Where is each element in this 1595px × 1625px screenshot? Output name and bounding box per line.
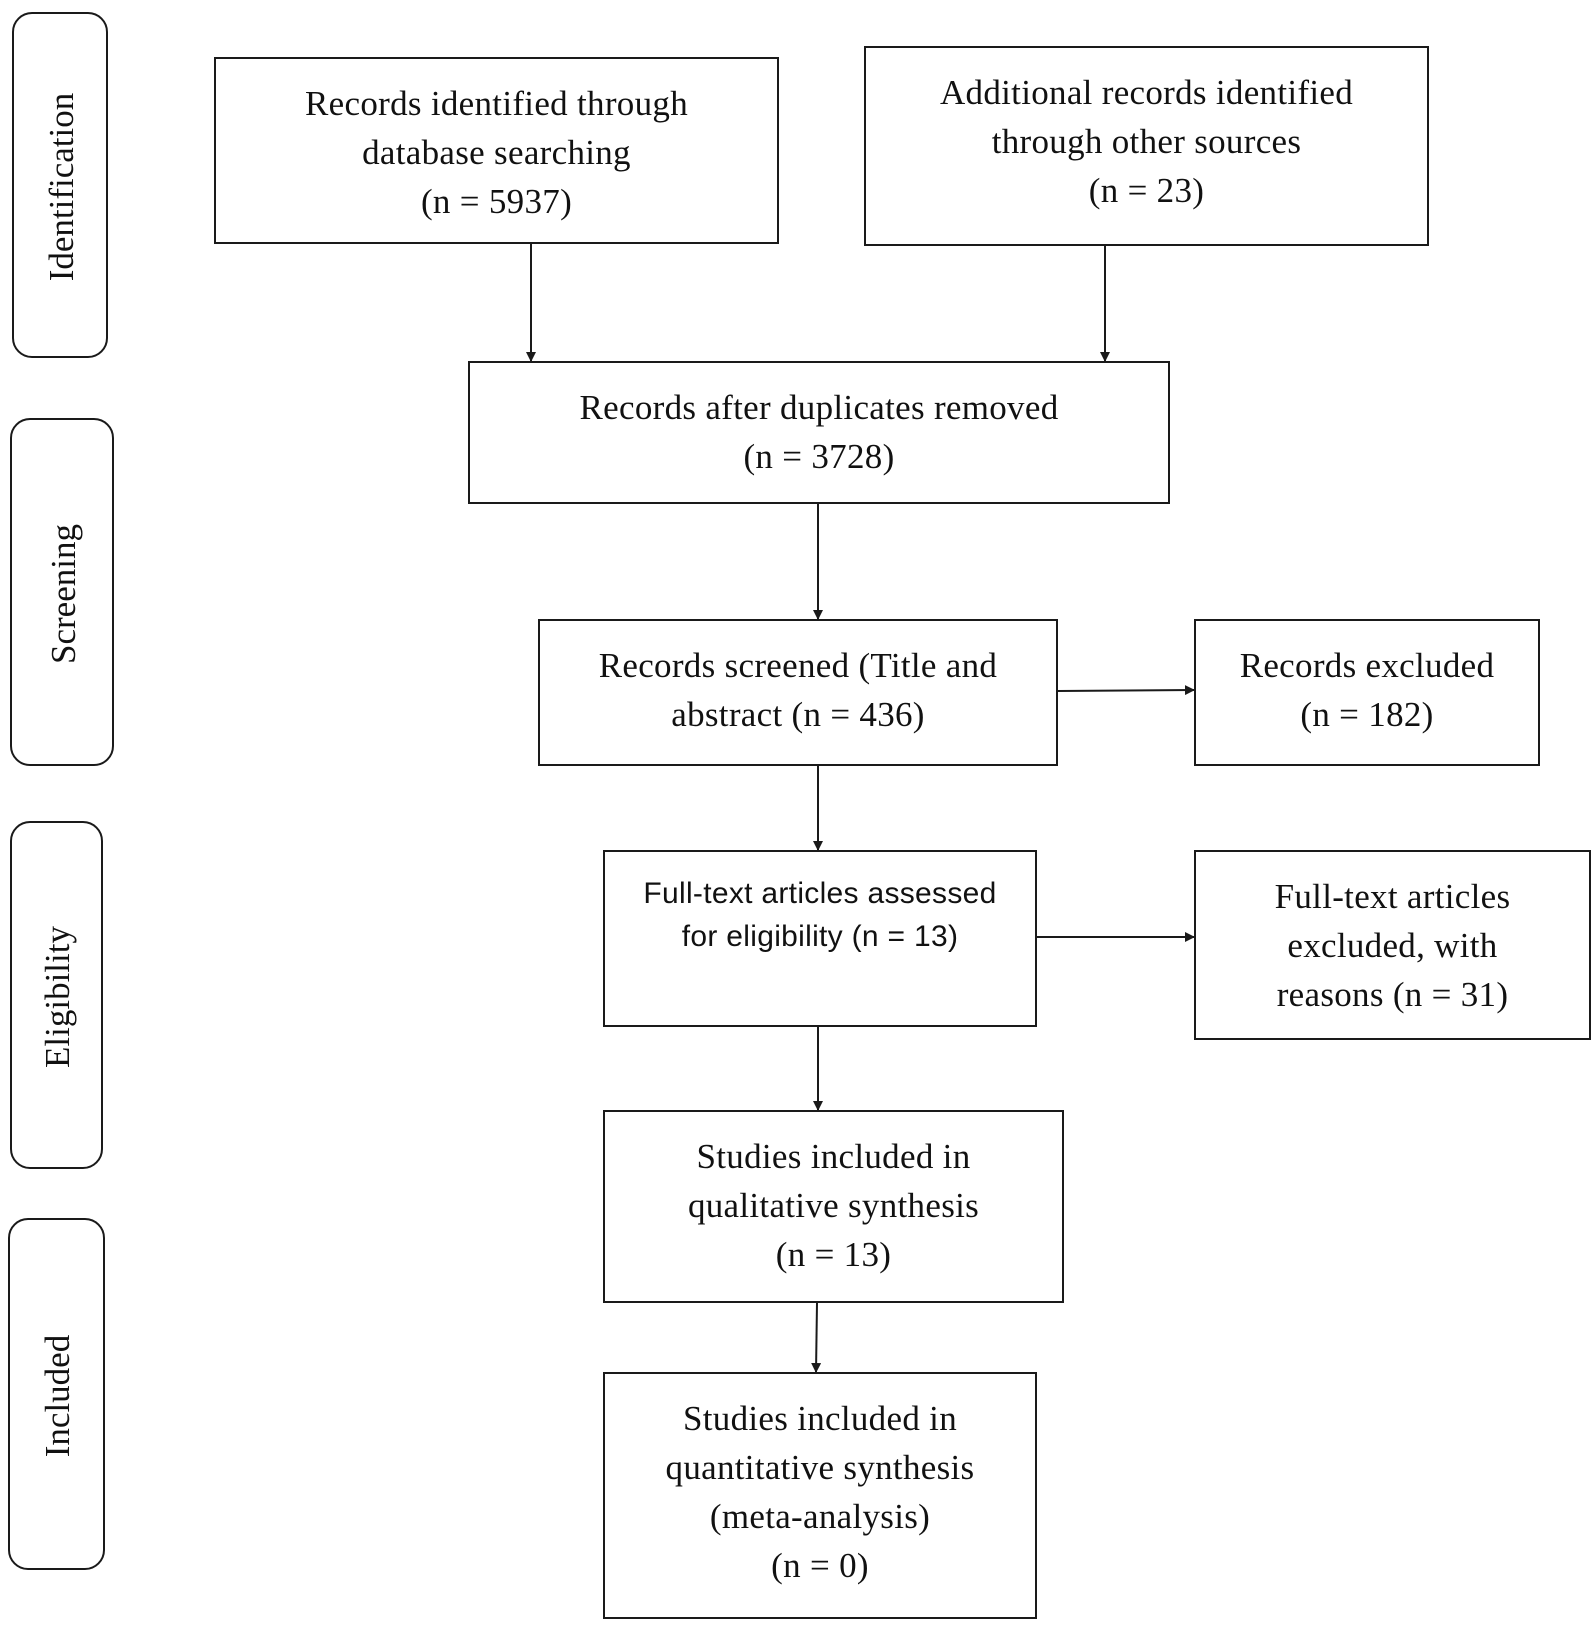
box-records-excluded: Records excluded (n = 182) xyxy=(1194,619,1540,766)
box-fulltext-line1: Full-text articles assessed xyxy=(643,877,997,910)
box-quantitative-line1: Studies included in xyxy=(682,1399,957,1438)
box-excluded-line1: Records excluded xyxy=(1239,646,1495,685)
stage-screening: Screening xyxy=(10,418,114,766)
box-excluded-count: (n = 182) xyxy=(1300,695,1434,734)
box-fulltext-assessed: Full-text articles assessed for eligibil… xyxy=(603,850,1037,1027)
stage-included: Included xyxy=(8,1218,105,1570)
stage-eligibility: Eligibility xyxy=(10,821,103,1169)
arrow-screened-to-excluded xyxy=(1057,685,1195,696)
box-duplicates-line1: Records after duplicates removed xyxy=(579,388,1059,427)
box-qualitative-count: (n = 13) xyxy=(775,1235,892,1274)
box-records-screened: Records screened (Title and abstract (n … xyxy=(538,619,1058,766)
box-other-line1: Additional records identified xyxy=(939,73,1354,112)
stage-identification: Identification xyxy=(12,12,108,358)
box-database-count: (n = 5937) xyxy=(420,182,573,221)
box-quantitative-count: (n = 0) xyxy=(771,1546,869,1585)
box-quantitative-line3: (meta-analysis) xyxy=(709,1497,931,1536)
box-fulltext-excluded-line3: reasons (n = 31) xyxy=(1276,975,1509,1014)
box-other-line2: through other sources xyxy=(991,122,1302,161)
box-database-line2: database searching xyxy=(362,133,631,172)
box-qualitative-line2: qualitative synthesis xyxy=(687,1186,980,1225)
box-quantitative-synthesis: Studies included in quantitative synthes… xyxy=(603,1372,1037,1619)
box-database-line1: Records identified through xyxy=(305,84,688,123)
box-duplicates-count: (n = 3728) xyxy=(743,437,895,476)
box-screened-line1: Records screened (Title and xyxy=(598,646,998,685)
box-screened-line2: abstract (n = 436) xyxy=(671,695,925,734)
box-other-sources: Additional records identified through ot… xyxy=(864,46,1429,246)
box-other-count: (n = 23) xyxy=(1088,171,1205,210)
box-fulltext-excluded-line1: Full-text articles xyxy=(1274,877,1511,916)
box-qualitative-line1: Studies included in xyxy=(696,1137,971,1176)
box-fulltext-excluded-line2: excluded, with xyxy=(1287,926,1498,965)
box-database-searching: Records identified through database sear… xyxy=(214,57,779,244)
box-fulltext-line2: for eligibility (n = 13) xyxy=(681,920,959,953)
box-qualitative-synthesis: Studies included in qualitative synthesi… xyxy=(603,1110,1064,1303)
stage-label-eligibility: Eligibility xyxy=(38,926,77,1068)
box-quantitative-line2: quantitative synthesis xyxy=(665,1448,975,1487)
box-duplicates-removed: Records after duplicates removed (n = 37… xyxy=(468,361,1170,504)
stage-label-identification: Identification xyxy=(42,92,81,282)
stage-label-included: Included xyxy=(38,1334,77,1458)
box-fulltext-excluded: Full-text articles excluded, with reason… xyxy=(1194,850,1591,1040)
arrow-qualitative-to-quantitative xyxy=(811,1302,822,1373)
stage-label-screening: Screening xyxy=(44,524,83,664)
